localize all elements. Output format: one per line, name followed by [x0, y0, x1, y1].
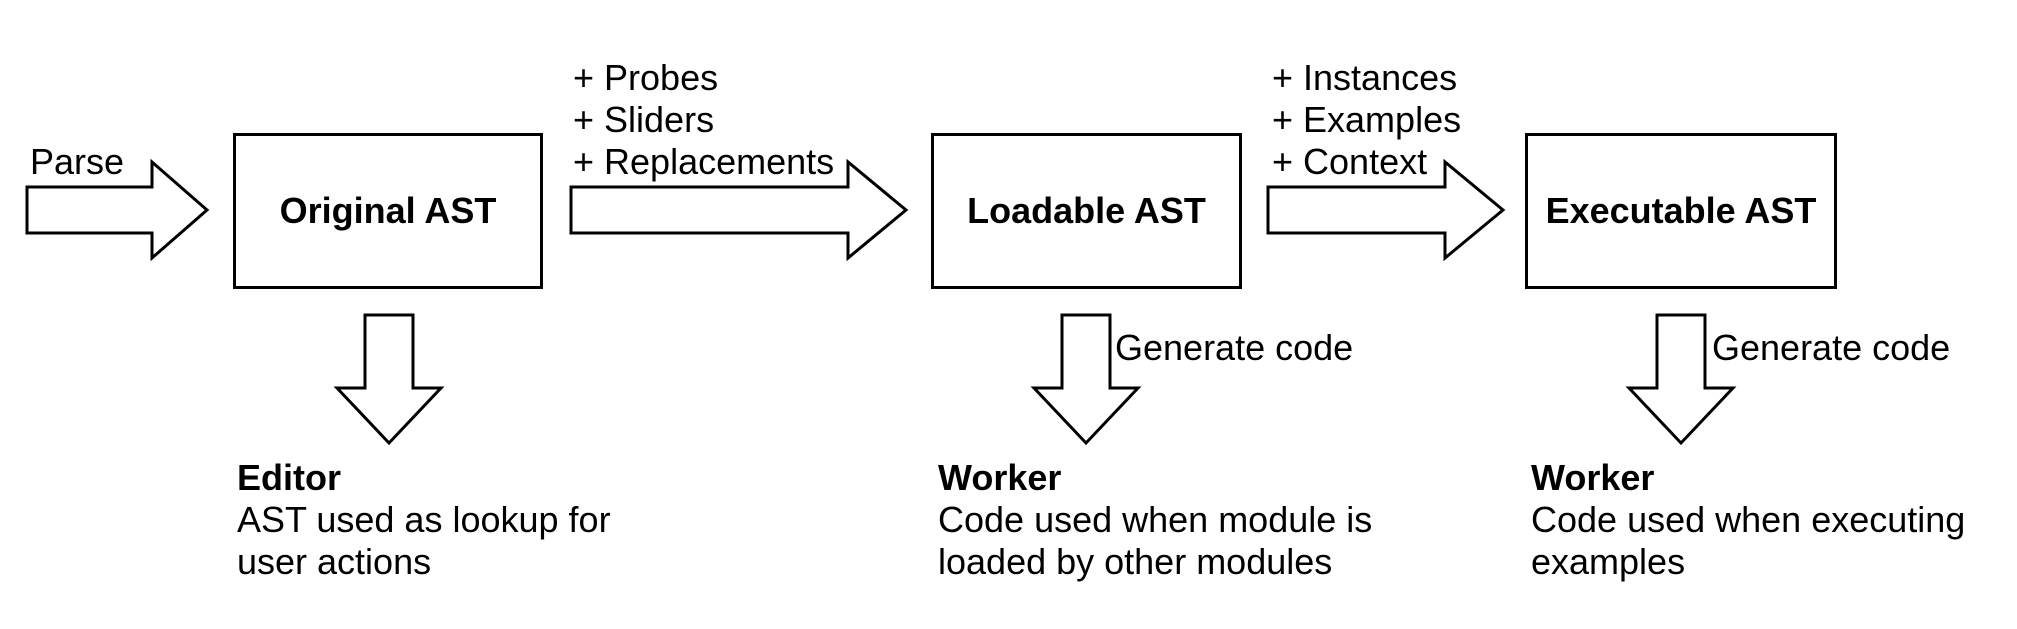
output-title: Editor	[237, 457, 341, 498]
parse-arrow-right	[25, 158, 210, 262]
down-arrow-editor	[333, 313, 445, 446]
box-original-ast-title: Original AST	[279, 190, 497, 231]
output-title: Worker	[938, 457, 1062, 498]
output-description-line: AST used as lookup for	[237, 499, 611, 540]
addition-item: + Instances	[1272, 57, 1458, 98]
output-description-line: loaded by other modules	[938, 541, 1333, 582]
addition-item: + Replacements	[573, 141, 835, 182]
down-arrow-worker-loadable	[1030, 313, 1142, 446]
output-description-line: Code used when module is	[938, 499, 1373, 540]
output-block-worker-executable: Worker Code used when executing examples	[1531, 457, 1965, 583]
output-block-editor: Editor AST used as lookup for user actio…	[237, 457, 611, 583]
generate-code-label-executable: Generate code	[1712, 327, 1951, 368]
output-description-line: user actions	[237, 541, 432, 582]
addition-item: + Examples	[1272, 99, 1462, 140]
box-loadable-ast: Loadable AST	[931, 133, 1242, 289]
generate-code-label-loadable: Generate code	[1115, 327, 1354, 368]
down-arrow-worker-executable	[1625, 313, 1737, 446]
output-title: Worker	[1531, 457, 1655, 498]
addition-item: + Sliders	[573, 99, 715, 140]
additions-list-executable: + Instances + Examples + Context	[1272, 57, 1461, 183]
parse-label: Parse	[30, 141, 125, 182]
transform-arrow-executable	[1266, 158, 1506, 262]
addition-item: + Probes	[573, 57, 719, 98]
box-executable-ast-title: Executable AST	[1545, 190, 1817, 231]
transform-arrow-loadable	[569, 158, 909, 262]
additions-list-loadable: + Probes + Sliders + Replacements	[573, 57, 834, 183]
output-description-line: Code used when executing	[1531, 499, 1966, 540]
output-description-line: examples	[1531, 541, 1686, 582]
addition-item: + Context	[1272, 141, 1428, 182]
output-block-worker-loadable: Worker Code used when module is loaded b…	[938, 457, 1372, 583]
box-loadable-ast-title: Loadable AST	[967, 190, 1206, 231]
box-original-ast: Original AST	[233, 133, 543, 289]
box-executable-ast: Executable AST	[1525, 133, 1837, 289]
